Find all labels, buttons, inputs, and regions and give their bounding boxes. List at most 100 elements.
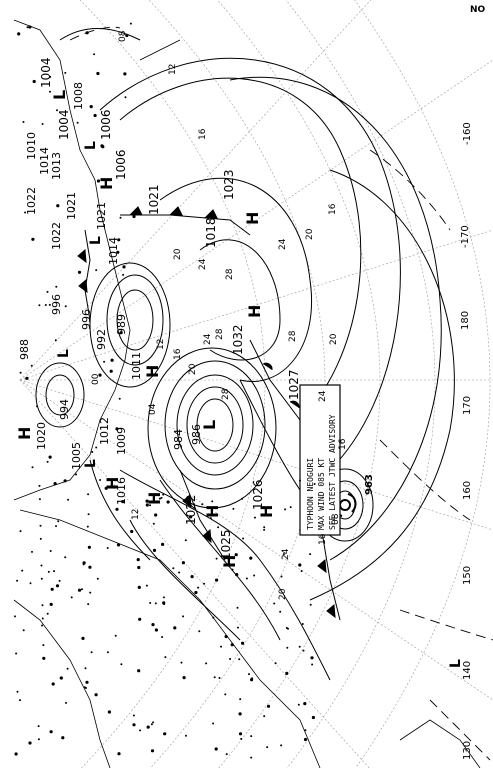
station-dot bbox=[298, 563, 302, 567]
station-dot bbox=[100, 144, 104, 148]
low-pressure-centers: L L L L L L L bbox=[50, 90, 464, 668]
pressure-label: 996 bbox=[80, 309, 93, 330]
lon-label: 160 bbox=[462, 481, 473, 500]
station-dot bbox=[213, 676, 216, 679]
station-dot bbox=[24, 211, 27, 214]
isotherm-label: 16 bbox=[198, 128, 208, 140]
station-dot bbox=[298, 645, 301, 648]
station-dot bbox=[93, 113, 97, 118]
station-dot bbox=[158, 497, 161, 500]
station-dot bbox=[229, 658, 232, 660]
station-dot bbox=[266, 746, 269, 749]
station-dot bbox=[15, 652, 18, 655]
station-dot bbox=[58, 579, 61, 582]
station-dot bbox=[150, 723, 153, 726]
top-right-code: NO bbox=[470, 5, 486, 15]
station-dot bbox=[82, 563, 85, 566]
pressure-label: 1014 bbox=[38, 147, 51, 175]
station-dot bbox=[56, 204, 60, 208]
station-dot bbox=[230, 643, 234, 647]
station-dot bbox=[38, 498, 41, 501]
station-dot bbox=[284, 508, 287, 511]
station-dot bbox=[310, 656, 314, 660]
lon-label: -170 bbox=[460, 225, 471, 248]
high-center: H bbox=[245, 305, 264, 318]
station-dot bbox=[151, 623, 155, 627]
pressure-label: 1005 bbox=[70, 442, 83, 470]
station-dot bbox=[87, 513, 90, 516]
station-dot bbox=[54, 339, 57, 342]
station-dot bbox=[119, 216, 122, 219]
station-dot bbox=[215, 578, 219, 582]
station-dot bbox=[205, 662, 208, 665]
pressure-label: 1021 bbox=[95, 202, 108, 230]
high-pressure-centers: H H H H H H H H H H bbox=[15, 177, 276, 568]
high-center: H bbox=[15, 427, 34, 440]
station-dot bbox=[86, 525, 89, 528]
isotherm-labels: 08 12 16 20 24 28 28 28 24 20 16 24 20 1… bbox=[91, 30, 348, 600]
station-dot bbox=[51, 682, 55, 686]
typhoon-line3: SEE LATEST JTWC ADVISORY bbox=[328, 414, 337, 530]
isotherm-label: 12 bbox=[131, 509, 141, 520]
isotherm-label: 20 bbox=[329, 333, 339, 345]
station-dot bbox=[38, 304, 41, 307]
station-dot bbox=[91, 451, 94, 453]
pressure-label: 986 bbox=[190, 424, 203, 445]
station-dot bbox=[113, 486, 116, 489]
isotherm-label: 24 bbox=[203, 333, 213, 345]
station-dot bbox=[137, 669, 141, 673]
station-dot bbox=[57, 520, 60, 523]
lon-label: 140 bbox=[462, 661, 473, 680]
station-dot bbox=[37, 738, 40, 741]
station-dot bbox=[17, 32, 21, 36]
station-dot bbox=[236, 606, 239, 609]
station-dot bbox=[19, 530, 22, 533]
station-dot bbox=[180, 661, 183, 664]
station-dot bbox=[99, 479, 102, 481]
isotherm-label: 24 bbox=[198, 258, 208, 270]
station-dot bbox=[166, 500, 170, 504]
station-dot bbox=[19, 699, 21, 702]
pressure-label: 996 bbox=[50, 294, 63, 315]
station-dot bbox=[154, 602, 157, 605]
lon-label: 130 bbox=[462, 741, 473, 760]
station-dot bbox=[280, 744, 283, 747]
station-dot bbox=[279, 610, 282, 613]
station-dot bbox=[182, 615, 185, 618]
high-center: H bbox=[97, 177, 116, 190]
station-dot bbox=[81, 588, 83, 591]
station-dot bbox=[190, 575, 194, 579]
station-dot bbox=[65, 701, 67, 704]
isotherm-label: 28 bbox=[288, 330, 298, 342]
station-dot bbox=[285, 671, 289, 676]
station-dot bbox=[109, 369, 113, 373]
station-dot bbox=[66, 667, 69, 670]
station-dot bbox=[49, 90, 51, 93]
station-dot bbox=[16, 690, 19, 693]
station-dot bbox=[218, 677, 221, 679]
pressure-label: 989 bbox=[115, 314, 128, 335]
station-dot bbox=[96, 179, 101, 183]
station-dot bbox=[224, 634, 228, 639]
station-dot bbox=[96, 71, 100, 76]
station-dot bbox=[154, 513, 158, 517]
station-dot bbox=[297, 703, 300, 706]
high-center: H bbox=[220, 555, 239, 568]
isotherm-label: 04 bbox=[148, 403, 158, 415]
station-dot bbox=[83, 686, 86, 689]
station-dot bbox=[119, 331, 123, 335]
pressure-label: 992 bbox=[95, 329, 108, 350]
station-dot bbox=[162, 596, 165, 599]
station-dot bbox=[49, 602, 53, 607]
pressure-label: 1018 bbox=[204, 217, 218, 248]
station-dot bbox=[300, 570, 303, 572]
coastlines bbox=[13, 19, 481, 768]
pressure-label: 1025 bbox=[219, 529, 233, 560]
isotherm-label: 00 bbox=[91, 373, 101, 385]
station-dot bbox=[197, 586, 200, 589]
isotherm-label: 20 bbox=[173, 248, 183, 260]
station-dot bbox=[16, 579, 19, 582]
pressure-label: 1021 bbox=[147, 184, 161, 215]
station-dot bbox=[106, 547, 109, 549]
station-dot bbox=[238, 658, 241, 661]
